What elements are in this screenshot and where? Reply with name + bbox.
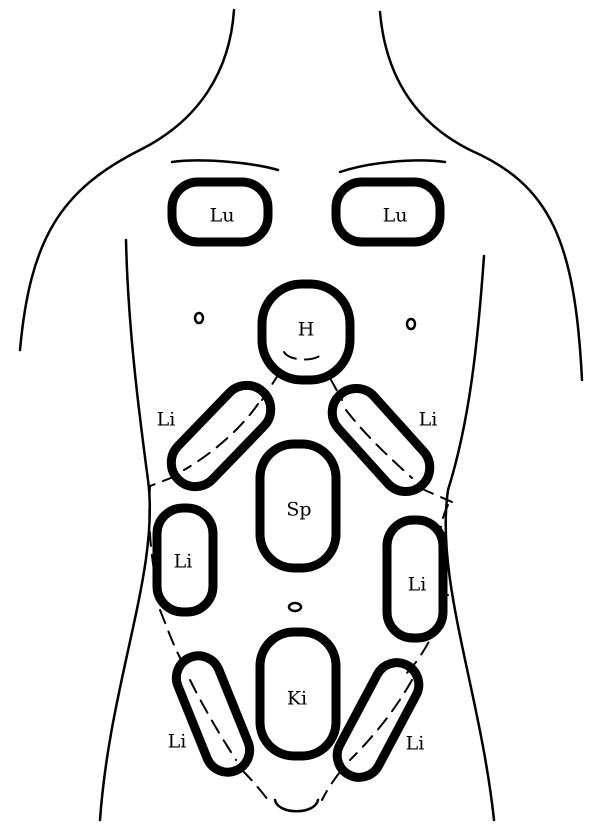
label-liver-lower-left: Li <box>168 733 187 752</box>
collarbone-right <box>340 160 445 172</box>
label-lung-left: Lu <box>210 207 235 226</box>
liver-lower-right-point <box>329 655 426 785</box>
groin-line <box>275 800 318 811</box>
nipple-right <box>407 319 415 329</box>
body-outline-right <box>380 12 582 380</box>
label-liver-upper-left: Li <box>157 411 176 430</box>
label-liver-mid-left: Li <box>174 553 193 572</box>
left-side-line <box>100 240 150 820</box>
liver-lower-left-point <box>170 649 256 779</box>
label-liver-mid-right: Li <box>408 576 427 595</box>
right-side-line <box>446 256 494 820</box>
label-liver-upper-right: Li <box>419 411 438 430</box>
label-spleen: Sp <box>286 501 311 520</box>
nipple-left <box>195 313 203 323</box>
label-liver-lower-right: Li <box>406 735 425 754</box>
navel <box>289 603 301 611</box>
label-lung-right: Lu <box>383 207 408 226</box>
label-heart: H <box>298 321 315 340</box>
collarbone-left <box>172 160 278 170</box>
label-kidney: Ki <box>287 690 307 709</box>
